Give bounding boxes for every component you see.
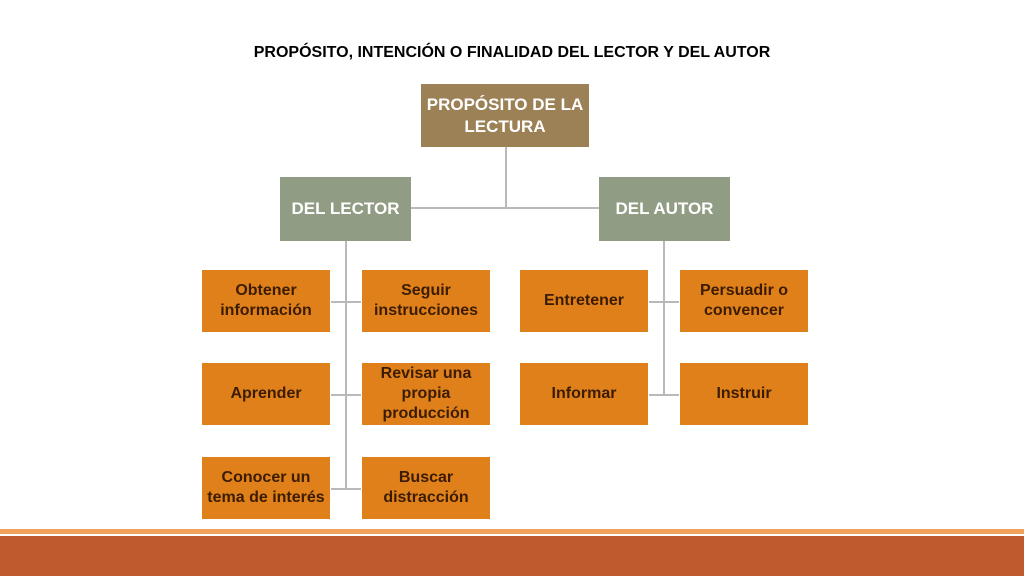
branch-node-autor: DEL AUTOR xyxy=(599,177,730,241)
leaf-node-aprender: Aprender xyxy=(201,362,331,426)
leaf-node-label: Buscar distracción xyxy=(383,469,469,506)
leaf-node-conocer-tema: Conocer un tema de interés xyxy=(201,456,331,520)
connector-lector-row2 xyxy=(331,394,361,396)
connector-autor-row2 xyxy=(649,394,679,396)
leaf-node-entretener: Entretener xyxy=(519,269,649,333)
leaf-node-label: Instruir xyxy=(716,385,772,402)
branch-node-label: DEL LECTOR xyxy=(291,199,400,219)
leaf-node-label: Revisar una propia producción xyxy=(380,365,472,422)
connector-branch-horizontal xyxy=(411,207,599,209)
root-node-label: PROPÓSITO DE LA LECTURA xyxy=(426,95,584,136)
connector-lector-row3 xyxy=(331,488,361,490)
branch-node-label: DEL AUTOR xyxy=(615,199,714,219)
leaf-node-informar: Informar xyxy=(519,362,649,426)
connector-autor-trunk xyxy=(663,241,665,396)
leaf-node-label: Aprender xyxy=(230,385,302,402)
leaf-node-label: Obtener información xyxy=(220,282,312,319)
leaf-node-revisar-produccion: Revisar una propia producción xyxy=(361,362,491,426)
leaf-node-instruir: Instruir xyxy=(679,362,809,426)
leaf-node-obtener-informacion: Obtener información xyxy=(201,269,331,333)
footer-bar xyxy=(0,536,1024,576)
leaf-node-label: Conocer un tema de interés xyxy=(207,469,325,506)
leaf-node-seguir-instrucciones: Seguir instrucciones xyxy=(361,269,491,333)
leaf-node-label: Entretener xyxy=(543,292,625,309)
footer-accent-line xyxy=(0,529,1024,534)
leaf-node-label: Persuadir o convencer xyxy=(699,282,789,319)
connector-root-stem xyxy=(505,147,507,208)
leaf-node-label: Seguir instrucciones xyxy=(373,282,479,319)
root-node: PROPÓSITO DE LA LECTURA xyxy=(421,84,589,147)
connector-lector-trunk xyxy=(345,241,347,489)
leaf-node-label: Informar xyxy=(551,385,617,402)
slide-title: PROPÓSITO, INTENCIÓN O FINALIDAD DEL LEC… xyxy=(253,44,771,61)
connector-autor-row1 xyxy=(649,301,679,303)
branch-node-lector: DEL LECTOR xyxy=(280,177,411,241)
leaf-node-persuadir: Persuadir o convencer xyxy=(679,269,809,333)
leaf-node-buscar-distraccion: Buscar distracción xyxy=(361,456,491,520)
connector-lector-row1 xyxy=(331,301,361,303)
